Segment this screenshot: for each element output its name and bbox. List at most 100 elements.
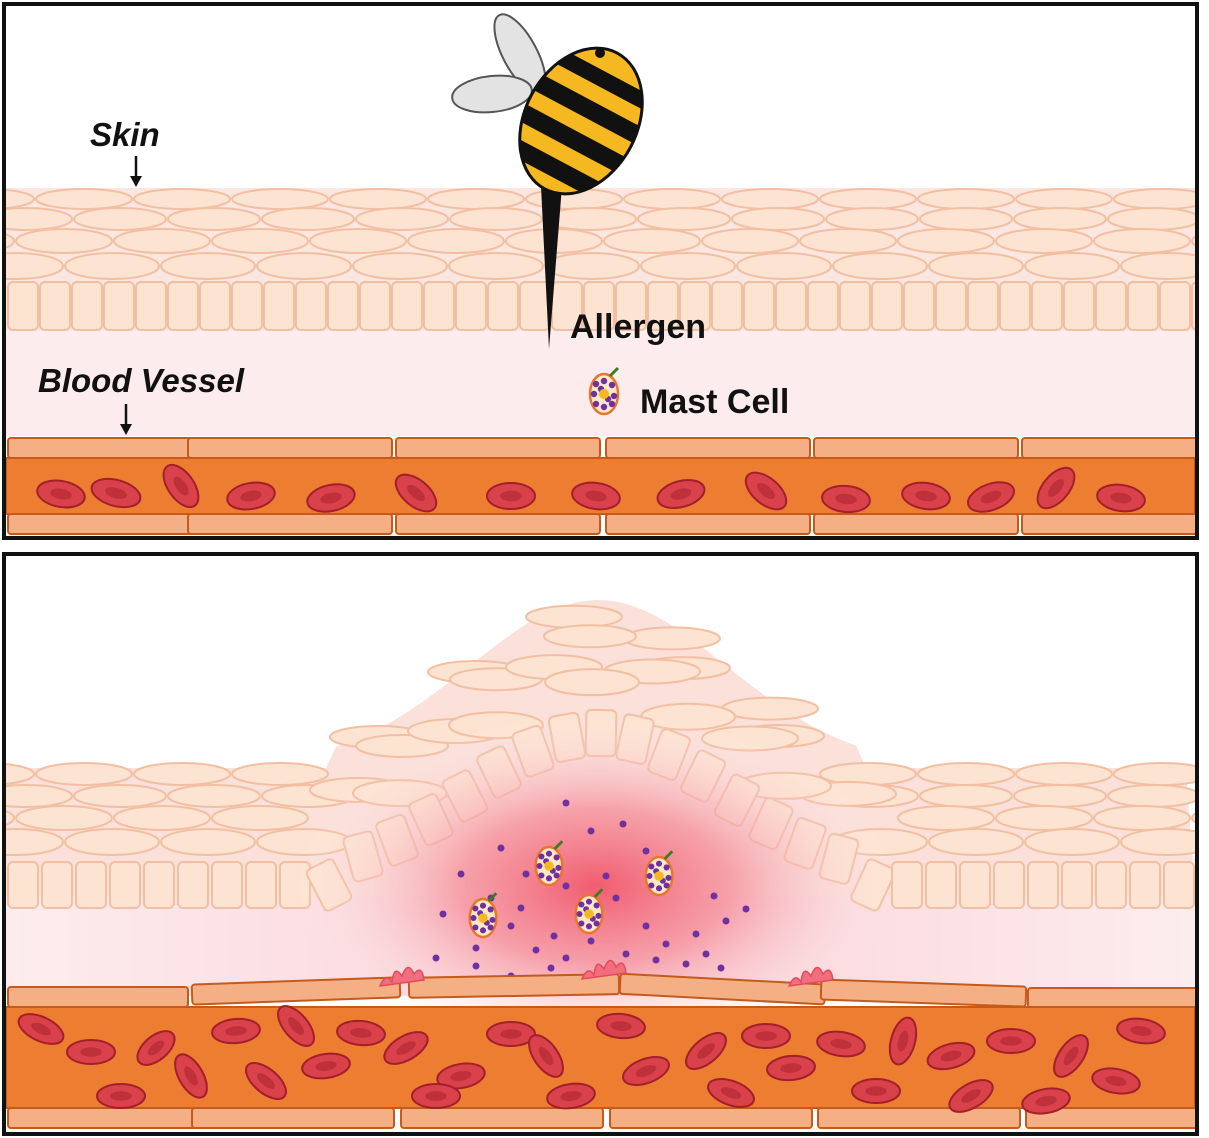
skin-cell xyxy=(919,784,1013,808)
basal-cell xyxy=(103,281,135,331)
panel-after-sting xyxy=(2,552,1199,1136)
skin-cell xyxy=(211,228,309,254)
skin-cell xyxy=(917,188,1015,210)
skin-cell xyxy=(1107,207,1195,231)
red-blood-cell-center xyxy=(780,1063,802,1073)
red-blood-cell-center xyxy=(835,493,857,505)
skin-cell xyxy=(623,188,721,210)
red-blood-cell-center xyxy=(940,1050,962,1062)
vessel-wall-cell xyxy=(1027,987,1195,1009)
skin-cell xyxy=(355,207,449,231)
basal-cell xyxy=(7,861,39,909)
skin-cell xyxy=(211,805,309,831)
skin-cell xyxy=(167,207,261,231)
basal-cell xyxy=(455,281,487,331)
granule xyxy=(590,390,598,398)
skin-cell xyxy=(544,668,640,697)
vessel-wall-cell xyxy=(1021,513,1195,535)
skin-cell xyxy=(231,762,329,786)
skin-cell xyxy=(543,624,637,649)
vessel-wall-cell xyxy=(395,437,601,459)
vessel-wall-cell xyxy=(7,1107,211,1129)
skin-label: Skin xyxy=(90,116,160,153)
red-blood-cell-center xyxy=(173,476,189,496)
skin-cell xyxy=(64,252,160,280)
plasma-leak xyxy=(787,966,834,987)
vessel-wall-cell xyxy=(605,513,811,535)
granule xyxy=(487,906,494,913)
skin-cell xyxy=(256,252,352,280)
mast-cell-label: Mast Cell xyxy=(640,383,790,421)
skin-cell xyxy=(995,228,1093,254)
receptor xyxy=(553,840,564,850)
skin-cell xyxy=(15,805,113,831)
red-blood-cell-center xyxy=(697,1043,715,1059)
mediator-dot xyxy=(692,930,700,938)
mediator-dot xyxy=(602,872,610,880)
mediator-dot xyxy=(439,910,447,918)
skin-cell xyxy=(1013,207,1107,231)
basal-cell xyxy=(679,281,711,331)
skin-cell xyxy=(160,828,256,856)
skin-cell xyxy=(1013,784,1107,808)
basal-cell xyxy=(199,281,231,331)
skin-cell xyxy=(1191,235,1195,247)
basal-cell xyxy=(925,861,957,909)
bee-icon xyxy=(451,13,667,349)
red-blood-cell-center xyxy=(50,488,72,500)
granule xyxy=(479,902,487,909)
red-blood-cell-center xyxy=(240,490,262,502)
nucleus xyxy=(584,909,594,919)
mediator-dot xyxy=(562,954,570,962)
receptor xyxy=(487,892,498,902)
nucleus xyxy=(544,861,554,871)
granule xyxy=(538,872,545,879)
skin-cell xyxy=(407,228,505,254)
mediator-dot xyxy=(642,847,650,855)
red-blood-cell-center xyxy=(184,1066,198,1086)
basal-cell xyxy=(583,281,615,331)
skin-cell xyxy=(919,207,1013,231)
nucleus xyxy=(599,389,609,399)
skin-cell xyxy=(1107,784,1195,808)
down-arrow-icon xyxy=(120,404,132,435)
skin-cell xyxy=(427,188,525,210)
basal-cell xyxy=(993,861,1025,909)
inflammation-area xyxy=(296,716,896,1056)
vessel-wall-cell xyxy=(7,513,213,535)
red-blood-cell-center xyxy=(720,1087,742,1099)
skin-cell xyxy=(6,207,73,231)
red-blood-cell-center xyxy=(288,1017,304,1035)
mediator-dot xyxy=(587,937,595,945)
blood-vessel xyxy=(6,437,1195,535)
mediator-dot xyxy=(472,944,480,952)
granule xyxy=(536,862,543,870)
skin-cell xyxy=(721,696,819,721)
red-blood-cell-center xyxy=(585,490,607,502)
red-blood-cell-center xyxy=(105,487,127,499)
skin-cell xyxy=(73,784,167,808)
red-blood-cell-center xyxy=(757,482,775,500)
receptor xyxy=(663,850,674,860)
granule xyxy=(553,854,560,861)
skin-cell xyxy=(544,252,640,280)
basal-cell xyxy=(391,281,423,331)
skin-cell xyxy=(1024,252,1120,280)
mediator-dot xyxy=(517,904,525,912)
mediator-dot xyxy=(622,950,630,958)
skin-cell xyxy=(623,626,721,651)
red-blood-cell-center xyxy=(320,492,342,504)
mediator-dot xyxy=(547,964,555,972)
mast-cell-icon xyxy=(588,366,620,416)
skin-cell xyxy=(15,228,113,254)
skin-cell xyxy=(701,228,799,254)
red-blood-cell-center xyxy=(560,1091,582,1101)
skin-cell xyxy=(64,828,160,856)
red-blood-cell-center xyxy=(1130,1026,1152,1036)
mediator-dot xyxy=(612,894,620,902)
basal-cell xyxy=(75,861,107,909)
vessel-wall-cell xyxy=(187,513,393,535)
mediator-dot xyxy=(562,799,570,807)
skin-cell xyxy=(35,762,133,786)
red-blood-cell-center xyxy=(407,484,425,502)
